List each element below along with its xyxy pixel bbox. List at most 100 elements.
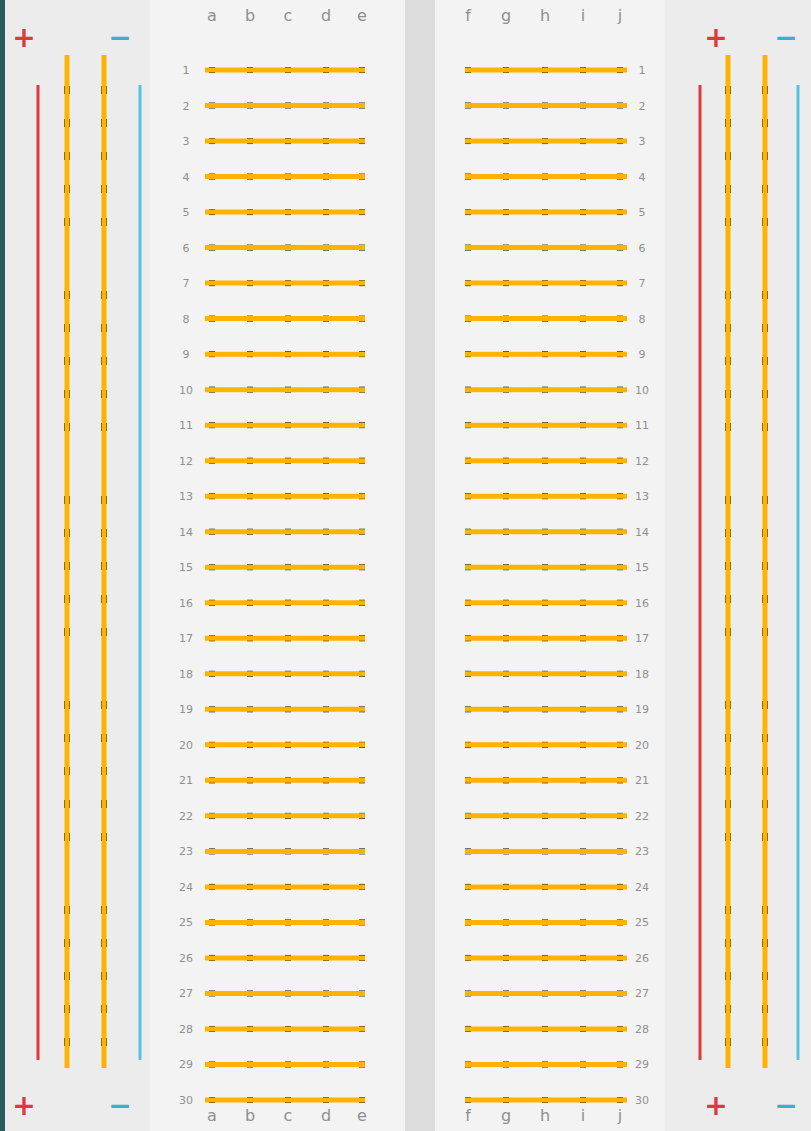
row-number: 12 (635, 455, 649, 466)
row-number: 23 (635, 846, 649, 857)
column-letter: j (618, 8, 622, 24)
polarity-mark: + (12, 1092, 35, 1120)
row-number: 7 (639, 278, 646, 289)
row-number: 4 (639, 171, 646, 182)
column-letter: f (465, 1108, 471, 1124)
positive-rail-line (37, 85, 40, 1060)
column-letter: d (321, 1108, 331, 1124)
row-number: 24 (635, 881, 649, 892)
row-number: 20 (179, 739, 193, 750)
column-letter: a (207, 1108, 217, 1124)
connection-strip (205, 281, 365, 286)
connection-strip (205, 991, 365, 996)
connection-strip (465, 68, 627, 73)
connection-strip (205, 955, 365, 960)
row-number: 22 (635, 810, 649, 821)
connection-strip (205, 636, 365, 641)
column-letter: h (540, 8, 550, 24)
connection-strip (465, 423, 627, 428)
polarity-mark: − (108, 1092, 131, 1120)
row-number: 18 (635, 668, 649, 679)
row-number: 8 (183, 313, 190, 324)
row-number: 16 (635, 597, 649, 608)
row-number: 10 (179, 384, 193, 395)
row-number: 27 (635, 988, 649, 999)
polarity-mark: − (774, 24, 797, 52)
connection-strip (205, 352, 365, 357)
row-number: 30 (635, 1095, 649, 1106)
row-number: 26 (635, 952, 649, 963)
row-number: 11 (635, 420, 649, 431)
row-number: 30 (179, 1095, 193, 1106)
column-letter: j (618, 1108, 622, 1124)
connection-strip (205, 458, 365, 463)
connection-strip (465, 245, 627, 250)
column-letter: g (501, 1108, 511, 1124)
connection-strip (465, 281, 627, 286)
connection-strip (465, 1062, 627, 1067)
terminal-block (150, 0, 405, 1131)
connection-strip (205, 742, 365, 747)
connection-strip (465, 742, 627, 747)
row-number: 26 (179, 952, 193, 963)
row-number: 28 (179, 1023, 193, 1034)
column-letter: c (284, 8, 293, 24)
row-number: 5 (639, 207, 646, 218)
connection-strip (465, 103, 627, 108)
row-number: 29 (635, 1059, 649, 1070)
connection-strip (205, 210, 365, 215)
positive-rail-line (699, 85, 702, 1060)
row-number: 20 (635, 739, 649, 750)
row-number: 13 (635, 491, 649, 502)
polarity-mark: − (108, 24, 131, 52)
connection-strip (465, 671, 627, 676)
connection-strip (465, 636, 627, 641)
connection-strip (465, 1026, 627, 1031)
polarity-mark: − (774, 1092, 797, 1120)
connection-strip (465, 458, 627, 463)
row-number: 12 (179, 455, 193, 466)
column-letter: c (284, 1108, 293, 1124)
row-number: 25 (635, 917, 649, 928)
column-letter: e (357, 8, 367, 24)
row-number: 11 (179, 420, 193, 431)
connection-strip (205, 600, 365, 605)
connection-strip (205, 174, 365, 179)
connection-strip (205, 316, 365, 321)
connection-strip (205, 139, 365, 144)
row-number: 9 (183, 349, 190, 360)
row-number: 25 (179, 917, 193, 928)
rail-strip (65, 55, 70, 1068)
row-number: 24 (179, 881, 193, 892)
row-number: 3 (639, 136, 646, 147)
row-number: 19 (635, 704, 649, 715)
connection-strip (205, 778, 365, 783)
row-number: 28 (635, 1023, 649, 1034)
connection-strip (205, 849, 365, 854)
connection-strip (465, 600, 627, 605)
row-number: 8 (639, 313, 646, 324)
row-number: 6 (183, 242, 190, 253)
negative-rail-line (797, 85, 800, 1060)
column-letter: i (581, 8, 585, 24)
row-number: 29 (179, 1059, 193, 1070)
connection-strip (465, 778, 627, 783)
polarity-mark: + (704, 1092, 727, 1120)
terminal-block (435, 0, 665, 1131)
connection-strip (465, 316, 627, 321)
connection-strip (205, 494, 365, 499)
connection-strip (205, 387, 365, 392)
row-number: 2 (183, 100, 190, 111)
connection-strip (465, 1098, 627, 1103)
connection-strip (465, 707, 627, 712)
connection-strip (205, 68, 365, 73)
rail-strip (726, 55, 731, 1068)
connection-strip (465, 139, 627, 144)
column-letter: e (357, 1108, 367, 1124)
rail-strip (763, 55, 768, 1068)
row-number: 1 (183, 65, 190, 76)
connection-strip (205, 671, 365, 676)
column-letter: a (207, 8, 217, 24)
row-number: 23 (179, 846, 193, 857)
